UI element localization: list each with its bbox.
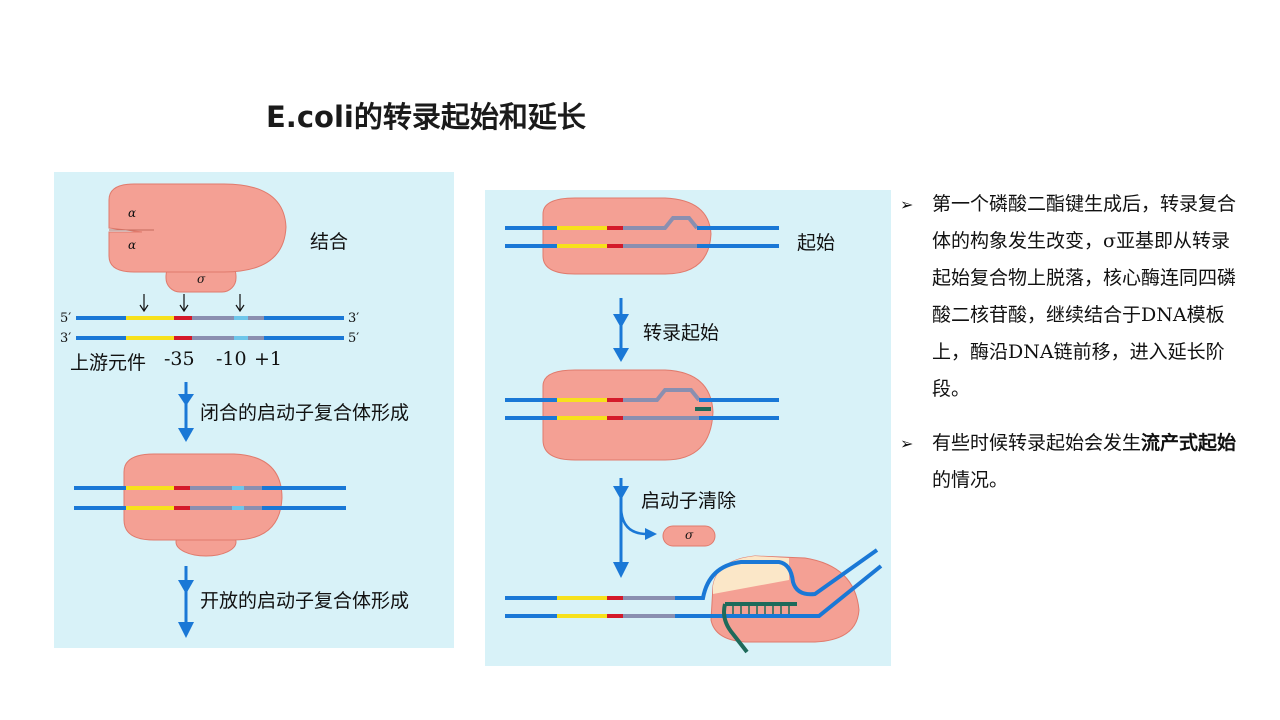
pointer-arrow-35	[179, 294, 189, 313]
plus1-label: +1	[254, 348, 283, 370]
bullet-item-1: ➢ 第一个磷酸二酯键生成后，转录复合体的构象发生改变，σ亚基即从转录起始复合物上…	[900, 186, 1240, 408]
transcription-start-label: 转录起始	[643, 322, 720, 344]
pointer-arrow-upstream	[139, 294, 149, 313]
dna-elongation-top	[505, 548, 879, 600]
nascent-rna-elongating	[722, 602, 797, 654]
bullet-text-1: 第一个磷酸二酯键生成后，转录复合体的构象发生改变，σ亚基即从转录起始复合物上脱落…	[932, 193, 1237, 400]
upstream-element-label: 上游元件	[70, 352, 147, 374]
left-diagram-svg	[74, 183, 346, 638]
strand-end-3-bottom: 3′	[60, 331, 72, 346]
closed-complex-label: 闭合的启动子复合体形成	[200, 402, 410, 424]
sigma-release-arrowhead	[645, 528, 657, 540]
strand-end-5-top: 5′	[60, 311, 72, 326]
explanation-bullets: ➢ 第一个磷酸二酯键生成后，转录复合体的构象发生改变，σ亚基即从转录起始复合物上…	[900, 186, 1240, 499]
step-arrow-4	[613, 478, 629, 578]
minus10-label: -10	[216, 348, 247, 370]
rna-polymerase-closed-complex	[123, 453, 283, 541]
bullet-item-2: ➢ 有些时候转录起始会发生流产式起始的情况。	[900, 425, 1240, 499]
released-sigma-label: σ	[685, 528, 694, 542]
initiation-elongation-diagram: 起始 转录起始 启动子清除 σ	[485, 190, 891, 666]
sigma-release-arrow	[619, 505, 648, 536]
rna-polymerase-holoenzyme	[108, 183, 287, 273]
step-arrow-2	[178, 566, 194, 638]
initiation-label: 起始	[797, 232, 836, 254]
sigma-label: σ	[197, 272, 206, 286]
dna-start-top	[505, 388, 779, 402]
slide-title: E.coli的转录起始和延长	[266, 100, 586, 134]
step-arrow-3	[613, 298, 629, 362]
minus35-label: -35	[164, 348, 195, 370]
abortive-initiation-term: 流产式起始	[1141, 432, 1237, 454]
step-arrow-1	[178, 382, 194, 442]
rna-polymerase-initiation	[542, 197, 712, 275]
alpha-label-2: α	[128, 238, 137, 252]
rna-polymerase-transcription-start	[542, 369, 714, 461]
dna-initiation-top	[505, 216, 779, 230]
promoter-clearance-label: 启动子清除	[641, 490, 737, 512]
bullet-text-2-post: 的情况。	[932, 469, 1009, 491]
right-diagram-svg	[505, 197, 883, 654]
strand-end-5-bottom: 5′	[348, 331, 360, 346]
binding-label: 结合	[310, 231, 349, 253]
released-sigma	[662, 525, 716, 547]
bullet-arrow-icon: ➢	[900, 195, 914, 214]
bullet-text-2-pre: 有些时候转录起始会发生	[932, 432, 1142, 454]
strand-end-3-top: 3′	[348, 311, 360, 326]
bullet-arrow-icon: ➢	[900, 434, 914, 453]
alpha-label-1: α	[128, 206, 137, 220]
closed-open-complex-diagram: α α σ 结合 5′ 3′ 3′ 5′ 上游元件 -35 -10 +1 闭合的…	[54, 172, 454, 648]
pointer-arrow-10	[235, 294, 245, 313]
open-complex-label: 开放的启动子复合体形成	[200, 590, 410, 612]
